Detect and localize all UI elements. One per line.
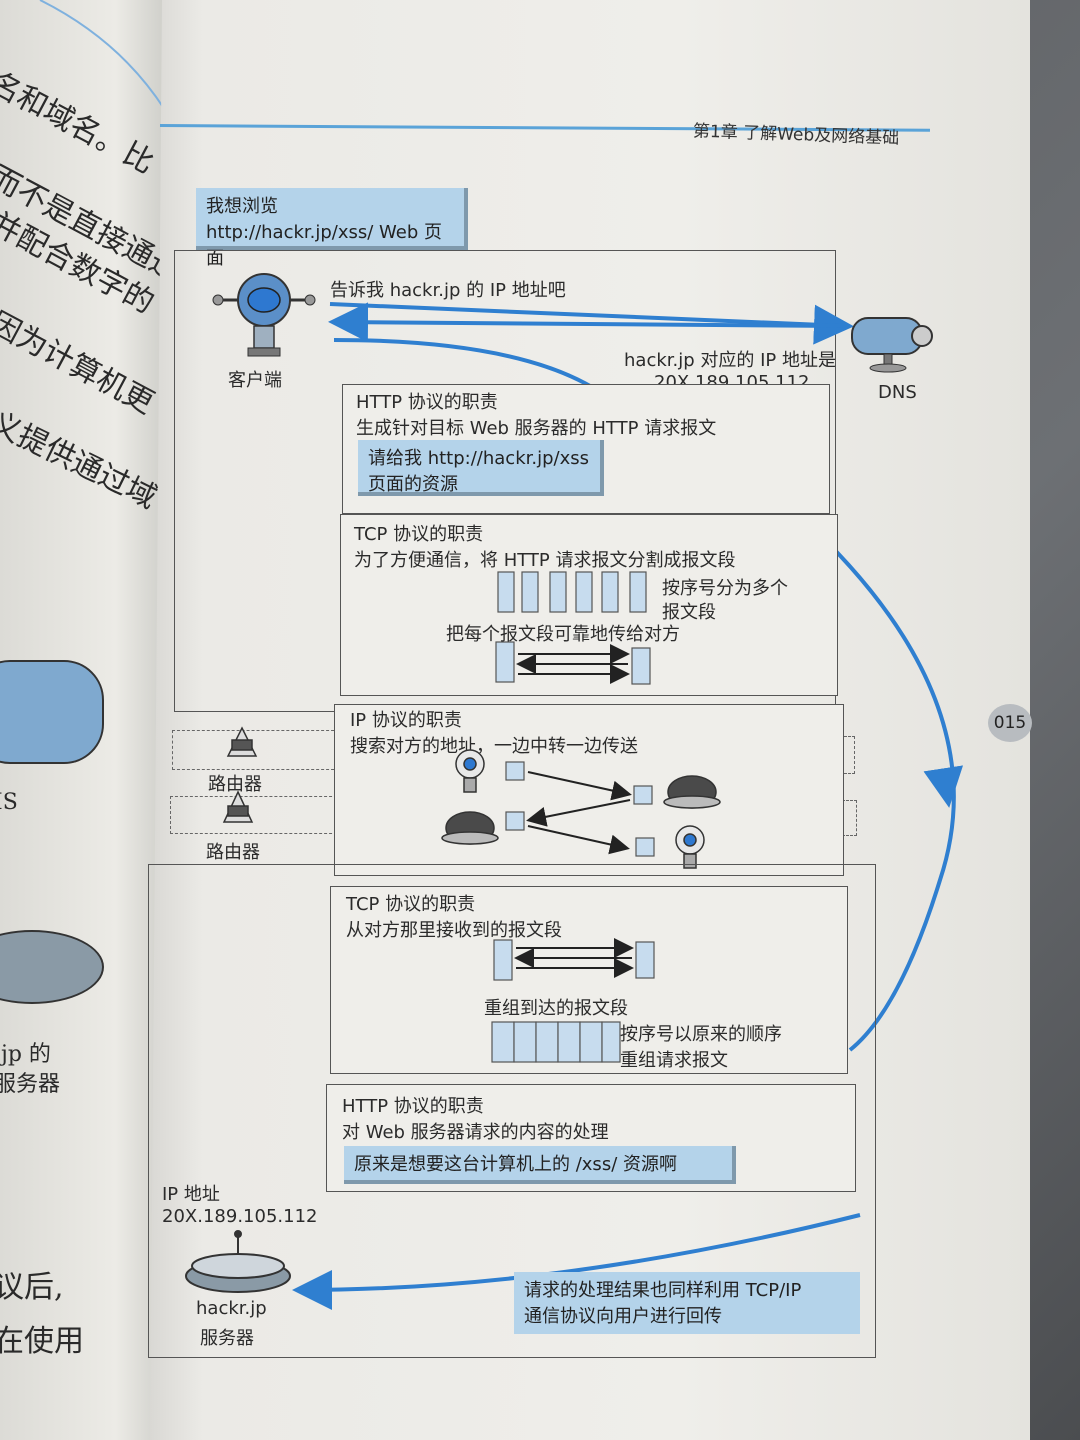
left-page-line: 在使用 <box>0 1324 84 1359</box>
router-frame-2 <box>170 796 342 834</box>
callout-line: 我想浏览 <box>206 196 278 217</box>
server-label-line2: 服务器 <box>200 1328 254 1349</box>
tcp-client-note2: 把每个报文段可靠地传给对方 <box>446 624 680 645</box>
left-page-line: IS <box>0 790 18 815</box>
http-server-result-callout: 原来是想要这台计算机上的 /xss/ 资源啊 <box>344 1146 736 1184</box>
left-page-line: 服务器 <box>0 1072 61 1097</box>
http-server-title: HTTP 协议的职责 <box>342 1096 484 1117</box>
router-frame-right-1 <box>840 736 855 774</box>
router-label-1: 路由器 <box>208 774 262 795</box>
left-page-line: 议后, <box>0 1270 64 1305</box>
tcp-server-title: TCP 协议的职责 <box>346 894 476 915</box>
callout-line: 通信协议向用户进行回传 <box>524 1306 722 1327</box>
http-server-desc: 对 Web 服务器请求的内容的处理 <box>342 1122 609 1143</box>
callout-line: 请求的处理结果也同样利用 TCP/IP <box>524 1280 802 1301</box>
tcp-server-note2-line2: 重组请求报文 <box>620 1050 728 1071</box>
client-request-callout: 我想浏览 http://hackr.jp/xss/ Web 页面 <box>196 188 468 269</box>
tcp-server-desc: 从对方那里接收到的报文段 <box>346 920 562 941</box>
client-label: 客户端 <box>228 370 282 391</box>
server-ip-line2: 20X.189.105.112 <box>162 1206 318 1227</box>
server-label-line1: hackr.jp <box>196 1298 267 1319</box>
tcp-client-note-line1: 按序号分为多个 <box>662 578 788 599</box>
dns-ask-text: 告诉我 hackr.jp 的 IP 地址吧 <box>330 280 566 301</box>
page-number: 015 <box>988 704 1032 742</box>
dns-label: DNS <box>878 382 917 403</box>
callout-line: http://hackr.jp/xss/ Web 页面 <box>206 222 443 269</box>
tcp-server-note1: 重组到达的报文段 <box>484 998 628 1019</box>
response-callout: 请求的处理结果也同样利用 TCP/IP 通信协议向用户进行回传 <box>514 1272 860 1334</box>
callout-line: 请给我 http://hackr.jp/xss <box>368 448 589 469</box>
left-page-curve <box>39 0 165 111</box>
tcp-client-desc: 为了方便通信，将 HTTP 请求报文分割成报文段 <box>354 550 736 571</box>
router-frame-1 <box>172 730 344 770</box>
router-frame-right-2 <box>842 800 857 836</box>
http-request-callout: 请给我 http://hackr.jp/xss 页面的资源 <box>358 440 604 496</box>
server-ip-line1: IP 地址 <box>162 1184 220 1205</box>
ip-desc: 搜索对方的地址，一边中转一边传送 <box>350 736 638 757</box>
tcp-client-title: TCP 协议的职责 <box>354 524 484 545</box>
tcp-client-note-line2: 报文段 <box>662 602 716 623</box>
dns-illustration-partial <box>0 660 104 764</box>
ip-title: IP 协议的职责 <box>350 710 462 731</box>
server-frame <box>148 864 876 1358</box>
http-client-desc: 生成针对目标 Web 服务器的 HTTP 请求报文 <box>356 418 717 439</box>
http-client-title: HTTP 协议的职责 <box>356 392 498 413</box>
left-page: 名和域名。比 而不是直接通过 并配合数字的 因为计算机更 义提供通过域 IS .… <box>0 0 165 1440</box>
tcp-server-note2-line1: 按序号以原来的顺序 <box>620 1024 782 1045</box>
router-label-2: 路由器 <box>206 842 260 863</box>
dns-answer-line1: hackr.jp 对应的 IP 地址是 <box>624 350 836 371</box>
left-page-line: .jp 的 <box>0 1042 51 1067</box>
server-illustration-partial <box>0 930 104 1004</box>
callout-line: 页面的资源 <box>368 474 458 495</box>
